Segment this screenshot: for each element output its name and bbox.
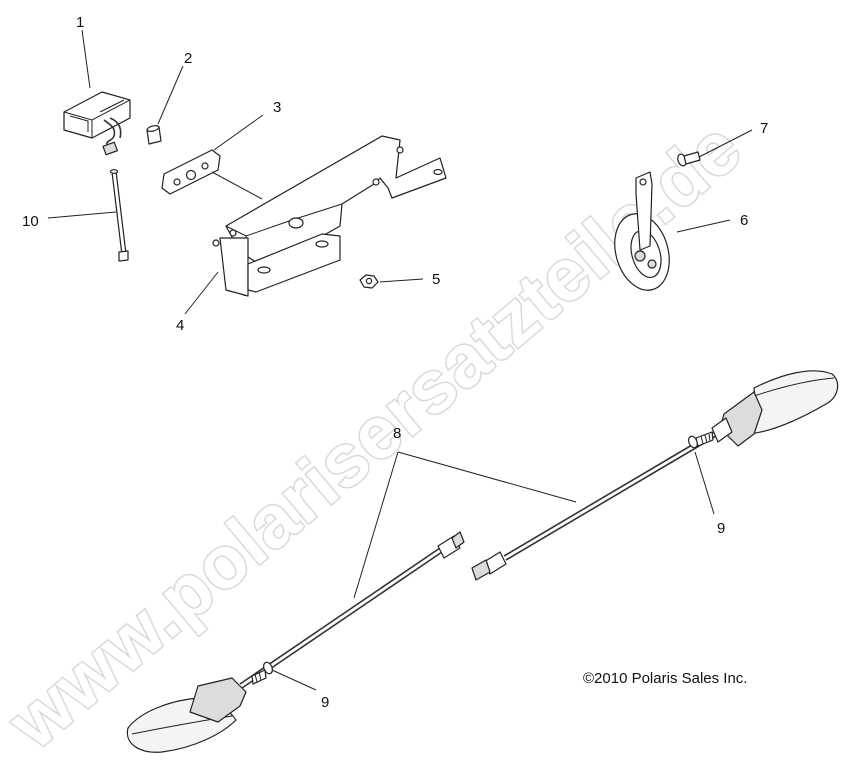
part-1-license-light [63,91,131,156]
callout-7: 7 [760,120,768,137]
callout-8: 8 [393,425,401,442]
callout-6: 6 [740,212,748,229]
part-4-bracket [212,135,447,297]
callout-9-lower: 9 [321,694,329,711]
callout-1: 1 [76,14,84,31]
part-8-turn-signal-upper [471,370,839,581]
callout-5: 5 [432,271,440,288]
part-9-screw-lower [251,661,273,685]
part-10-bolt [109,169,129,262]
part-8-turn-signal-lower [126,531,465,753]
callout-9-upper: 9 [717,520,725,537]
callout-4: 4 [176,317,184,334]
callout-3: 3 [273,99,281,116]
part-9-screw-upper [688,431,714,449]
part-5-nut [359,274,379,289]
copyright-notice: ©2010 Polaris Sales Inc. [583,670,747,687]
callout-2: 2 [184,50,192,67]
callout-10: 10 [22,213,39,230]
part-7-screw [677,151,701,167]
part-2-spacer [146,125,162,145]
part-3-plate [161,149,221,195]
part-6-horn [614,171,670,291]
